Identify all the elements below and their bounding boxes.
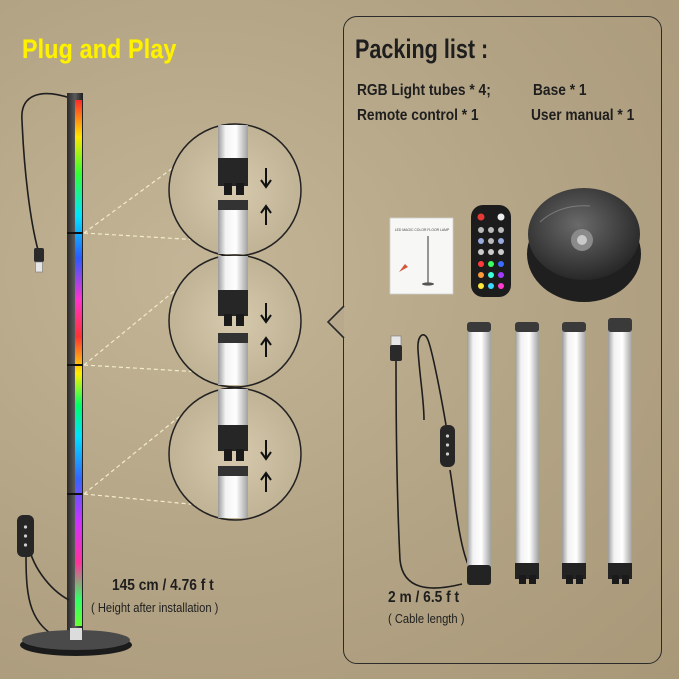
joint-zoom-1: [168, 123, 302, 257]
height-note: ( Height after installation ): [91, 600, 219, 615]
light-tube-4: [608, 318, 632, 584]
height-label: 145 cm / 4.76 f t: [112, 577, 214, 594]
lamp-cable-top: [21, 92, 71, 251]
packing-item-manual: User manual * 1: [531, 107, 635, 124]
packing-item-remote: Remote control * 1: [357, 107, 479, 124]
light-tube-2: [515, 322, 539, 584]
inline-controller-icon: [17, 515, 34, 557]
joint-zoom-3: [168, 387, 302, 521]
lamp-cable-bottom: [27, 539, 70, 601]
lamp-base: [20, 628, 132, 656]
remote-control-image: [471, 205, 511, 297]
cable-length-note: ( Cable length ): [388, 611, 465, 626]
usb-plug-icon: [34, 248, 44, 273]
bubble-pointer: [326, 305, 345, 339]
packing-item-base: Base * 1: [533, 82, 587, 99]
packing-item-tubes: RGB Light tubes * 4;: [357, 82, 491, 99]
joint-zoom-2: [168, 254, 302, 388]
packing-list-title: Packing list :: [355, 34, 489, 64]
base-image: [527, 188, 641, 302]
light-tube-1: [467, 322, 491, 585]
page-title: Plug and Play: [22, 34, 177, 64]
packing-list-panel: [343, 16, 662, 664]
cable-image: [390, 334, 473, 589]
cable-length-label: 2 m / 6.5 f t: [388, 589, 460, 606]
lamp-rgb-strip: [75, 100, 82, 626]
manual-cover-text: LED MAGIC COLOR FLOOR LAMP: [395, 228, 450, 232]
light-tube-3: [562, 322, 586, 584]
user-manual-image: [389, 217, 454, 295]
